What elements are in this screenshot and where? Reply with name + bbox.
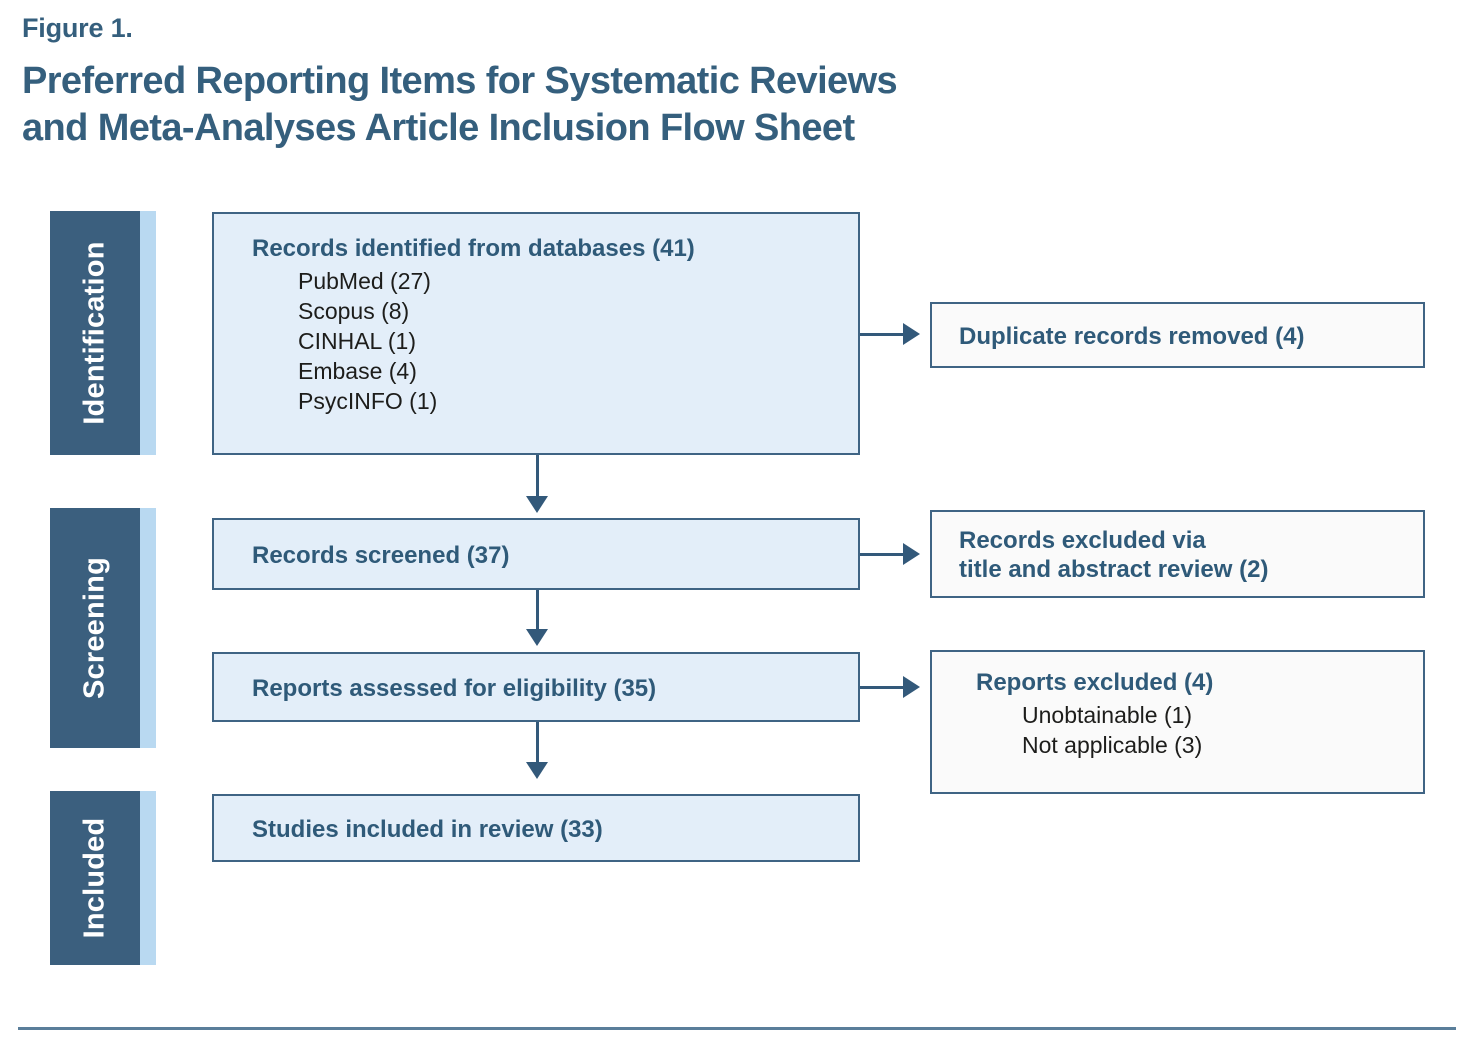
figure-title: Preferred Reporting Items for Systematic… bbox=[22, 60, 898, 149]
connector-line-screened-to-records-excluded bbox=[860, 553, 908, 556]
bottom-divider bbox=[18, 1027, 1456, 1030]
flow-box-heading: Records identified from databases (41) bbox=[252, 235, 695, 262]
arrow-right-icon bbox=[903, 676, 920, 698]
list-item: PsycINFO (1) bbox=[298, 387, 438, 414]
connector-line-screened-to-assessed bbox=[536, 590, 539, 636]
arrow-right-icon bbox=[903, 543, 920, 565]
stage-bar-included: Included bbox=[50, 791, 140, 965]
stage-stripe-screening bbox=[140, 508, 156, 748]
arrow-down-icon bbox=[526, 496, 548, 513]
flow-box-records-screened: Records screened (37) bbox=[212, 518, 860, 590]
flow-box-reports-excluded: Reports excluded (4) Unobtainable (1) No… bbox=[930, 650, 1425, 794]
arrow-down-icon bbox=[526, 629, 548, 646]
list-item: Unobtainable (1) bbox=[1022, 702, 1193, 729]
figure-number: Figure 1. bbox=[22, 13, 133, 43]
stage-stripe-included bbox=[140, 791, 156, 965]
stage-stripe-identification bbox=[140, 211, 156, 455]
stage-bar-screening: Screening bbox=[50, 508, 140, 748]
connector-line-identified-to-screened bbox=[536, 455, 539, 502]
figure-header: Figure 1. Preferred Reporting Items for … bbox=[22, 12, 1122, 151]
flow-box-heading: Records screened (37) bbox=[252, 542, 510, 569]
stage-bar-identification: Identification bbox=[50, 211, 140, 455]
stage-label-included: Included bbox=[78, 817, 111, 939]
flow-box-records-excluded: Records excluded via title and abstract … bbox=[930, 510, 1425, 598]
list-item: Embase (4) bbox=[298, 357, 417, 384]
flow-box-heading: Studies included in review (33) bbox=[252, 816, 603, 843]
arrow-down-icon bbox=[526, 762, 548, 779]
list-item: Scopus (8) bbox=[298, 298, 410, 325]
flow-box-heading: Records excluded via title and abstract … bbox=[959, 527, 1269, 584]
list-item: CINHAL (1) bbox=[298, 328, 416, 355]
flow-box-heading: Duplicate records removed (4) bbox=[959, 323, 1305, 350]
database-source-list: PubMed (27) Scopus (8) CINHAL (1) Embase… bbox=[214, 267, 858, 416]
list-item: PubMed (27) bbox=[298, 268, 431, 295]
flow-box-heading: Reports excluded (4) bbox=[976, 669, 1214, 696]
connector-line-assessed-to-included bbox=[536, 722, 539, 769]
stage-label-screening: Screening bbox=[78, 556, 111, 700]
stage-label-identification: Identification bbox=[78, 241, 111, 425]
connector-line-assessed-to-reports-excluded bbox=[860, 686, 908, 689]
connector-line-identified-to-duplicates bbox=[860, 333, 908, 336]
flow-box-records-identified: Records identified from databases (41) P… bbox=[212, 212, 860, 455]
exclusion-reason-list: Unobtainable (1) Not applicable (3) bbox=[932, 701, 1423, 761]
flow-box-studies-included: Studies included in review (33) bbox=[212, 794, 860, 862]
list-item: Not applicable (3) bbox=[1022, 732, 1203, 759]
arrow-right-icon bbox=[903, 323, 920, 345]
flow-box-heading: Reports assessed for eligibility (35) bbox=[252, 675, 657, 702]
flow-box-duplicate-records-removed: Duplicate records removed (4) bbox=[930, 302, 1425, 368]
flow-box-reports-assessed: Reports assessed for eligibility (35) bbox=[212, 652, 860, 722]
